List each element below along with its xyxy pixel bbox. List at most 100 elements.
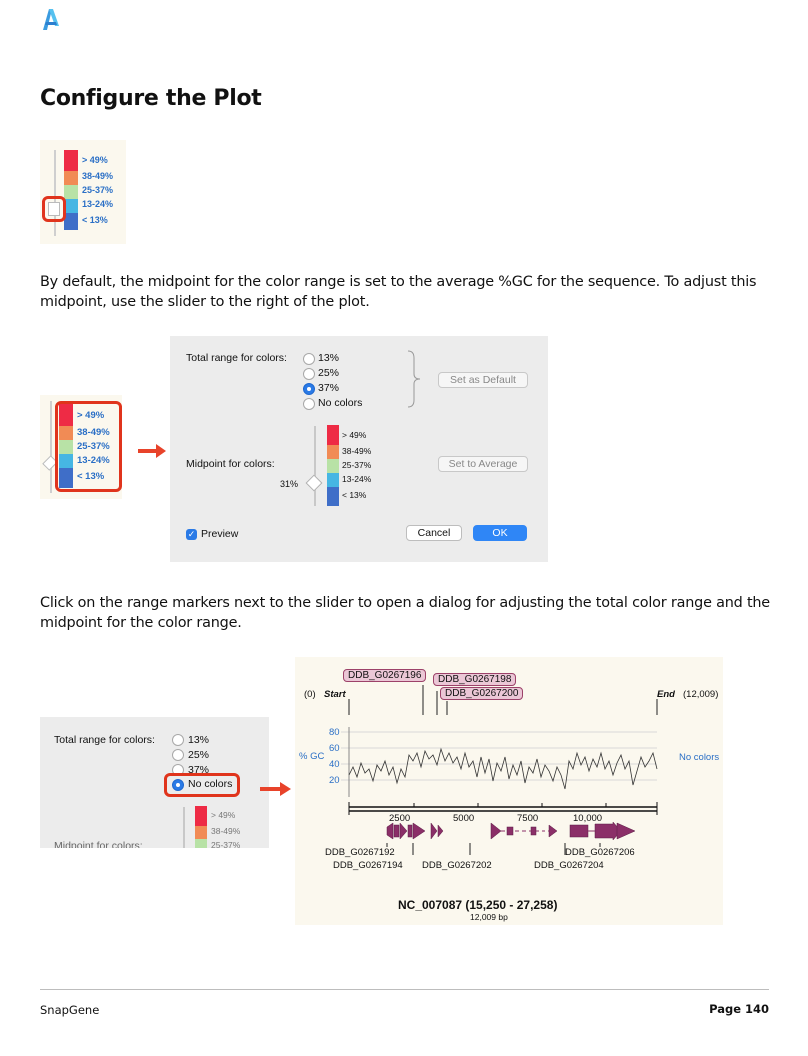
snapgene-logo-icon bbox=[43, 9, 59, 30]
slider-track bbox=[50, 401, 52, 493]
slider-track bbox=[183, 807, 185, 848]
swatch-lt13 bbox=[64, 213, 78, 230]
end-number: (12,009) bbox=[683, 689, 719, 700]
option-label: 25% bbox=[318, 367, 340, 379]
swatch-25-37 bbox=[327, 459, 339, 473]
slider-value: 31% bbox=[280, 479, 299, 489]
gc-plot bbox=[341, 685, 658, 855]
total-range-label: Total range for colors: bbox=[186, 352, 287, 364]
set-as-default-button[interactable]: Set as Default bbox=[438, 372, 528, 388]
swatch-13-24 bbox=[59, 454, 73, 468]
ok-button[interactable]: OK bbox=[473, 525, 527, 541]
color-key bbox=[327, 425, 339, 506]
swatch-gt49 bbox=[327, 425, 339, 445]
swatch-gt49 bbox=[195, 806, 207, 826]
legend-label: > 49% bbox=[82, 155, 108, 165]
slider-marker[interactable] bbox=[48, 202, 60, 216]
gc-trace bbox=[348, 747, 658, 790]
highlight-box bbox=[164, 773, 240, 797]
sequence-name: NC_007087 (15,250 - 27,258) bbox=[398, 898, 558, 912]
key-label: > 49% bbox=[211, 810, 236, 820]
highlight-box bbox=[55, 401, 122, 492]
key-label: 38-49% bbox=[211, 826, 241, 836]
gc-tick: 40 bbox=[329, 759, 340, 770]
key-label: 13-24% bbox=[342, 474, 372, 484]
midpoint-slider-track[interactable] bbox=[314, 426, 316, 506]
midpoint-slider-handle[interactable] bbox=[305, 474, 323, 492]
highlight-box bbox=[42, 196, 66, 222]
midpoint-label: Midpoint for colors: bbox=[54, 840, 143, 848]
radio-13[interactable] bbox=[172, 734, 184, 746]
gene-label[interactable]: DDB_G0267192 bbox=[325, 847, 395, 858]
legend-label: < 13% bbox=[77, 471, 105, 482]
gene-tag[interactable]: DDB_G0267200 bbox=[440, 687, 524, 700]
legend-snippet-2: > 49% 38-49% 25-37% 13-24% < 13% bbox=[40, 395, 122, 499]
option-label: 37% bbox=[318, 382, 340, 394]
radio-13[interactable] bbox=[303, 353, 315, 365]
gc-label: % GC bbox=[299, 751, 325, 762]
option-label: 13% bbox=[318, 352, 340, 364]
total-range-label: Total range for colors: bbox=[54, 734, 155, 746]
ruler-tick: 10,000 bbox=[573, 813, 603, 824]
legend-label: 38-49% bbox=[82, 171, 114, 181]
swatch-gt49 bbox=[59, 404, 73, 426]
option-label: 25% bbox=[188, 749, 210, 761]
end-label: End bbox=[657, 689, 675, 700]
set-to-average-button[interactable]: Set to Average bbox=[438, 456, 528, 472]
legend-snippet-1: > 49% 38-49% 25-37% 13-24% < 13% bbox=[40, 140, 126, 244]
swatch-lt13 bbox=[59, 468, 73, 488]
gene-label[interactable]: DDB_G0267194 bbox=[333, 860, 403, 871]
ruler-tick: 2500 bbox=[389, 813, 411, 824]
legend-label: < 13% bbox=[82, 215, 108, 225]
swatch-38-49 bbox=[195, 826, 207, 839]
gene-label[interactable]: DDB_G0267206 bbox=[565, 847, 635, 858]
swatch-lt13 bbox=[327, 487, 339, 506]
gc-tick: 60 bbox=[329, 743, 340, 754]
start-number: (0) bbox=[304, 689, 316, 700]
radio-25[interactable] bbox=[172, 749, 184, 761]
swatch-38-49 bbox=[327, 445, 339, 459]
legend-label: 25-37% bbox=[77, 441, 110, 452]
swatch-13-24 bbox=[327, 473, 339, 487]
cancel-button[interactable]: Cancel bbox=[406, 525, 462, 541]
paragraph-midpoint: By default, the midpoint for the color r… bbox=[40, 274, 757, 310]
footer-divider bbox=[40, 989, 769, 990]
swatch-38-49 bbox=[64, 171, 78, 185]
sequence-map: DDB_G0267196 DDB_G0267198 DDB_G0267200 (… bbox=[295, 657, 723, 925]
ruler-tick: 5000 bbox=[453, 813, 475, 824]
legend-label: 25-37% bbox=[82, 185, 114, 195]
radio-no-colors[interactable] bbox=[172, 779, 184, 791]
slider-track bbox=[54, 150, 56, 236]
swatch-13-24 bbox=[64, 199, 78, 213]
radio-no-colors[interactable] bbox=[303, 398, 315, 410]
key-label: < 13% bbox=[342, 490, 367, 500]
key-label: 25-37% bbox=[342, 460, 372, 470]
gene-label[interactable]: DDB_G0267204 bbox=[534, 860, 604, 871]
gc-tick: 20 bbox=[329, 775, 340, 786]
swatch-25-37 bbox=[64, 185, 78, 199]
midpoint-label: Midpoint for colors: bbox=[186, 458, 275, 470]
sequence-length: 12,009 bp bbox=[470, 912, 508, 922]
option-label: 13% bbox=[188, 734, 210, 746]
ruler-tick: 7500 bbox=[517, 813, 539, 824]
swatch-25-37 bbox=[195, 839, 207, 848]
no-colors-label[interactable]: No colors bbox=[679, 752, 720, 763]
radio-37[interactable] bbox=[303, 383, 315, 395]
arrow-right-icon bbox=[138, 444, 166, 458]
gene-tag[interactable]: DDB_G0267198 bbox=[433, 673, 517, 686]
color-range-dialog: Total range for colors: 13% 25% 37% No c… bbox=[170, 336, 548, 562]
preview-label: Preview bbox=[201, 528, 239, 540]
option-label: No colors bbox=[188, 778, 233, 790]
key-label: > 49% bbox=[342, 430, 367, 440]
legend-label: > 49% bbox=[77, 410, 105, 421]
radio-25[interactable] bbox=[303, 368, 315, 380]
gene-label[interactable]: DDB_G0267202 bbox=[422, 860, 492, 871]
gene-tag[interactable]: DDB_G0267196 bbox=[343, 669, 427, 682]
key-label: 25-37% bbox=[211, 840, 241, 848]
swatch-gt49 bbox=[64, 150, 78, 171]
preview-checkbox[interactable]: ✓ bbox=[186, 529, 197, 540]
arrow-right-icon bbox=[260, 782, 291, 796]
option-label: No colors bbox=[318, 397, 363, 409]
key-label: 38-49% bbox=[342, 446, 372, 456]
paragraph-range-markers: Click on the range markers next to the s… bbox=[40, 595, 770, 631]
